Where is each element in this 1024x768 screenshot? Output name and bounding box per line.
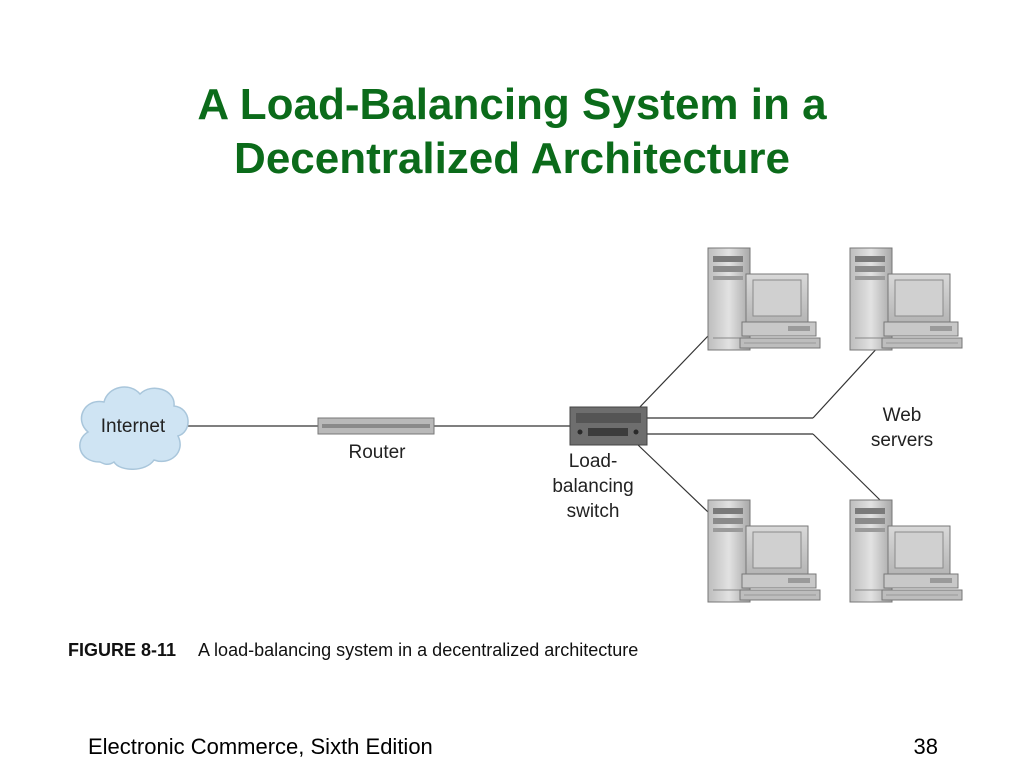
web-server-4-icon <box>849 499 963 603</box>
internet-label: Internet <box>101 416 166 437</box>
internet-cloud-icon: Internet <box>79 386 189 470</box>
slide-title: A Load-Balancing System in a Decentraliz… <box>0 78 1024 186</box>
switch-server-4-link <box>636 443 709 513</box>
footer-page-number: 38 <box>913 734 938 759</box>
slide-title-line-1: A Load-Balancing System in a <box>197 80 827 129</box>
router-icon: Router <box>317 417 435 463</box>
figure-caption-text: A load-balancing system in a decentraliz… <box>198 640 639 660</box>
servers-label-line-1: Web <box>883 405 922 426</box>
connection-lines <box>186 335 881 513</box>
web-server-2-icon <box>849 247 963 351</box>
switch-label-line-1: Load- <box>569 451 618 472</box>
web-server-3-icon <box>707 499 821 603</box>
footer-book-title: Electronic Commerce, Sixth Edition <box>88 734 433 759</box>
switch-server-2-link-diag <box>812 344 881 419</box>
figure-number: FIGURE 8-11 <box>68 640 177 660</box>
servers-label-line-2: servers <box>871 430 933 451</box>
figure-caption: FIGURE 8-11 A load-balancing system in a … <box>68 640 638 661</box>
switch-label-line-3: switch <box>567 501 620 522</box>
load-balancing-switch-icon: Load- balancing switch <box>552 406 648 522</box>
slide-title-line-2: Decentralized Architecture <box>234 134 790 183</box>
switch-server-3-link-diag <box>812 433 881 501</box>
switch-server-1-link <box>636 335 709 411</box>
router-label: Router <box>348 442 406 463</box>
web-server-1-icon <box>707 247 821 351</box>
switch-label-line-2: balancing <box>552 476 633 497</box>
